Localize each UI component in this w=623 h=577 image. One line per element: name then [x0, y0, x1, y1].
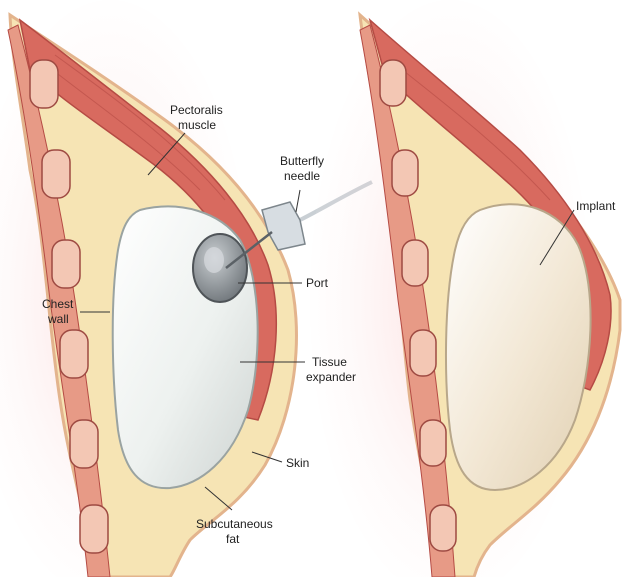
label-chest-1: Chest [42, 297, 74, 311]
rib [52, 240, 80, 288]
label-butterfly-1: Butterfly [280, 154, 324, 168]
label-tissue-2: expander [306, 370, 356, 384]
rib [30, 60, 58, 108]
label-implant: Implant [576, 199, 616, 213]
rib [410, 330, 436, 376]
rib [380, 60, 406, 106]
label-port: Port [306, 276, 329, 290]
rib [60, 330, 88, 378]
label-tissue-1: Tissue [312, 355, 347, 369]
label-butterfly-2: needle [284, 169, 320, 183]
butterfly-leader [296, 190, 300, 212]
label-skin: Skin [286, 456, 309, 470]
label-chest-2: wall [47, 312, 69, 326]
rib [70, 420, 98, 468]
label-pectoralis-1: Pectoralis [170, 103, 223, 117]
rib [430, 505, 456, 551]
rib [402, 240, 428, 286]
label-pectoralis-2: muscle [178, 118, 216, 132]
implant-illustration [310, 0, 620, 577]
rib [80, 505, 108, 553]
label-subcut-1: Subcutaneous [196, 517, 273, 531]
rib [392, 150, 418, 196]
rib [420, 420, 446, 466]
rib [42, 150, 70, 198]
port-highlight [204, 247, 224, 273]
label-subcut-2: fat [226, 532, 240, 546]
